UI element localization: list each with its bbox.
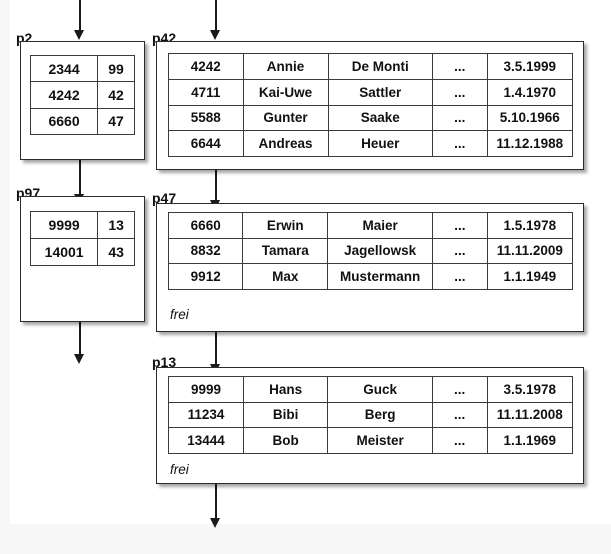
cell-more: ... xyxy=(431,53,488,80)
cell-date: 1.1.1969 xyxy=(486,427,573,454)
table-row[interactable]: 9999 13 xyxy=(29,211,135,239)
page-label-p13: p13 xyxy=(152,354,177,370)
cell-more: ... xyxy=(431,78,488,106)
cell-lastname: Jagellowsk xyxy=(327,237,434,265)
free-space-label-p13: frei xyxy=(170,462,189,477)
table-row[interactable]: 11234 Bibi Berg ... 11.11.2008 xyxy=(168,401,573,429)
cell-key: 14001 xyxy=(29,238,99,266)
cell-firstname: Andreas xyxy=(242,130,329,157)
cell-more: ... xyxy=(432,212,488,239)
cell-more: ... xyxy=(431,104,488,132)
table-row[interactable]: 5588 Gunter Saake ... 5.10.1966 xyxy=(168,104,574,132)
cell-more: ... xyxy=(431,401,488,429)
cell-date: 11.12.1988 xyxy=(486,130,574,157)
cell-more: ... xyxy=(431,376,488,403)
table-row[interactable]: 9912 Max Mustermann ... 1.1.1949 xyxy=(167,263,574,290)
cell-firstname: Bibi xyxy=(242,401,329,429)
cell-id: 5588 xyxy=(168,104,244,132)
cell-pointer: 43 xyxy=(97,238,135,266)
page-table-p97[interactable]: 9999 13 14001 43 xyxy=(29,211,135,266)
table-row[interactable]: 6644 Andreas Heuer ... 11.12.1988 xyxy=(168,130,574,157)
table-row[interactable]: 6660 47 xyxy=(29,107,135,136)
cell-id: 6644 xyxy=(168,130,244,157)
cell-date: 11.11.2009 xyxy=(486,237,574,265)
table-row[interactable]: 4242 42 xyxy=(29,81,135,109)
cell-more: ... xyxy=(431,130,488,157)
cell-id: 4711 xyxy=(168,78,244,106)
table-row[interactable]: 4242 Annie De Monti ... 3.5.1999 xyxy=(168,53,574,80)
cell-key: 6660 xyxy=(29,107,99,136)
table-row[interactable]: 6660 Erwin Maier ... 1.5.1978 xyxy=(167,212,574,239)
cell-id: 13444 xyxy=(168,427,244,454)
table-row[interactable]: 13444 Bob Meister ... 1.1.1969 xyxy=(168,427,573,454)
page-label-p47: p47 xyxy=(152,190,177,206)
cell-firstname: Gunter xyxy=(242,104,329,132)
cell-date: 5.10.1966 xyxy=(486,104,574,132)
cell-lastname: Saake xyxy=(327,104,433,132)
cell-date: 3.5.1978 xyxy=(486,376,573,403)
cell-more: ... xyxy=(432,237,488,265)
cell-lastname: Heuer xyxy=(327,130,433,157)
cell-key: 4242 xyxy=(29,81,99,109)
cell-firstname: Bob xyxy=(242,427,329,454)
cell-id: 11234 xyxy=(168,401,244,429)
cell-firstname: Annie xyxy=(242,53,329,80)
cell-date: 1.1.1949 xyxy=(486,263,574,290)
cell-pointer: 13 xyxy=(97,211,135,239)
cell-id: 9999 xyxy=(168,376,244,403)
cell-lastname: Sattler xyxy=(327,78,433,106)
page-table-p42[interactable]: 4242 Annie De Monti ... 3.5.1999 4711 Ka… xyxy=(168,53,574,157)
cell-id: 8832 xyxy=(167,237,244,265)
cell-pointer: 99 xyxy=(97,54,135,83)
cell-lastname: Berg xyxy=(327,401,433,429)
cell-key: 2344 xyxy=(29,54,99,83)
table-row[interactable]: 8832 Tamara Jagellowsk ... 11.11.2009 xyxy=(167,237,574,265)
cell-more: ... xyxy=(431,427,488,454)
page-table-p47[interactable]: 6660 Erwin Maier ... 1.5.1978 8832 Tamar… xyxy=(167,212,574,290)
cell-key: 9999 xyxy=(29,211,99,239)
cell-lastname: Maier xyxy=(327,212,434,239)
table-row[interactable]: 9999 Hans Guck ... 3.5.1978 xyxy=(168,376,573,403)
cell-more: ... xyxy=(432,263,488,290)
cell-lastname: Meister xyxy=(327,427,433,454)
cell-date: 3.5.1999 xyxy=(486,53,574,80)
table-row[interactable]: 4711 Kai-Uwe Sattler ... 1.4.1970 xyxy=(168,78,574,106)
cell-date: 11.11.2008 xyxy=(486,401,573,429)
page-table-p2[interactable]: 2344 99 4242 42 6660 47 xyxy=(29,54,135,136)
cell-date: 1.4.1970 xyxy=(486,78,574,106)
cell-lastname: Guck xyxy=(327,376,433,403)
cell-date: 1.5.1978 xyxy=(486,212,574,239)
page-table-p13[interactable]: 9999 Hans Guck ... 3.5.1978 11234 Bibi B… xyxy=(168,376,573,454)
cell-id: 4242 xyxy=(168,53,244,80)
cell-pointer: 47 xyxy=(97,107,135,136)
cell-id: 6660 xyxy=(167,212,244,239)
cell-firstname: Erwin xyxy=(242,212,329,239)
cell-firstname: Max xyxy=(242,263,329,290)
table-row[interactable]: 2344 99 xyxy=(29,54,135,83)
cell-firstname: Tamara xyxy=(242,237,329,265)
free-space-label-p47: frei xyxy=(170,307,189,322)
cell-id: 9912 xyxy=(167,263,244,290)
cell-pointer: 42 xyxy=(97,81,135,109)
cell-lastname: De Monti xyxy=(327,53,433,80)
cell-lastname: Mustermann xyxy=(327,263,434,290)
cell-firstname: Kai-Uwe xyxy=(242,78,329,106)
table-row[interactable]: 14001 43 xyxy=(29,238,135,266)
cell-firstname: Hans xyxy=(242,376,329,403)
